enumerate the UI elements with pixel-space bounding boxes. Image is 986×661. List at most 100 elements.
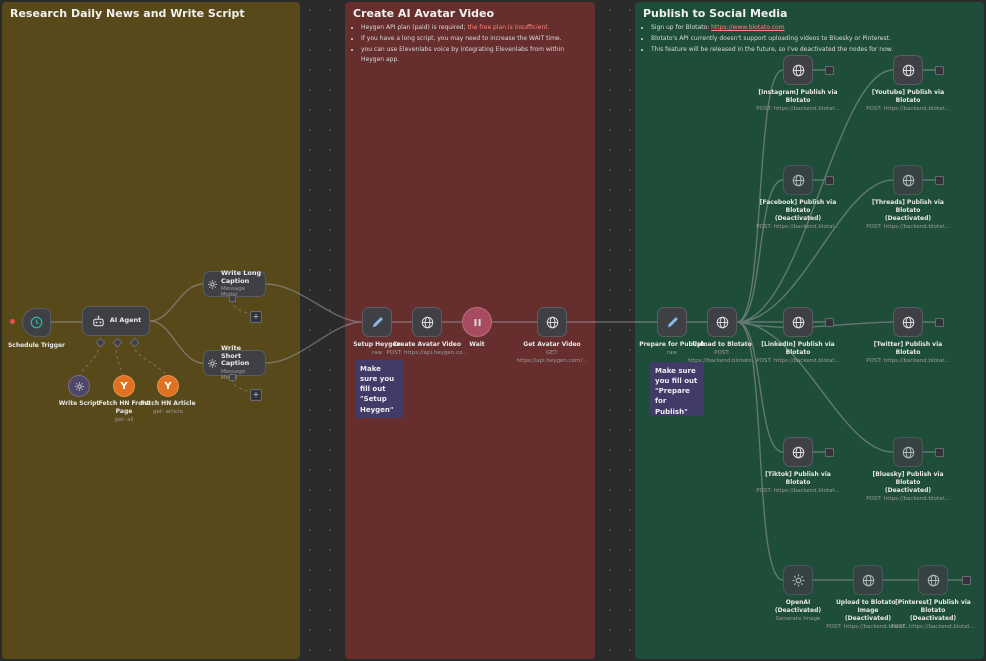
avatar-notes-list: Heygen API plan (paid) is required; the … xyxy=(361,23,587,66)
note-item: Blotato's API currently doesn't support … xyxy=(651,34,976,45)
node-label: [Threads] Publish via Blotato(Deactivate… xyxy=(866,199,950,231)
connection-stub[interactable] xyxy=(825,176,834,185)
node-label: Schedule Trigger xyxy=(7,342,66,349)
node-box[interactable] xyxy=(412,307,442,337)
publish-notes-list: Sign up for Blotato: https://www.blotato… xyxy=(651,23,976,55)
connection-stub[interactable] xyxy=(962,576,971,585)
node-box[interactable] xyxy=(783,165,813,195)
pause-icon xyxy=(470,315,485,330)
connection-stub[interactable] xyxy=(825,318,834,327)
node-box[interactable] xyxy=(893,165,923,195)
node-box[interactable]: Y xyxy=(113,375,135,397)
note-item: you can use Elevenlabs voice by integrat… xyxy=(361,45,587,67)
globe-icon xyxy=(926,573,941,588)
connection-stub[interactable] xyxy=(935,66,944,75)
add-model-button[interactable]: + xyxy=(250,389,262,401)
node-pinterest-publish[interactable]: [Pinterest] Publish via Blotato(Deactiva… xyxy=(891,565,975,630)
node-box[interactable] xyxy=(537,307,567,337)
blotato-link[interactable]: https://www.blotato.com xyxy=(711,24,785,31)
pencil-icon xyxy=(370,315,385,330)
caption-model-port[interactable] xyxy=(229,295,236,302)
node-box[interactable] xyxy=(22,308,51,337)
node-box[interactable]: Write Long Caption Message Model xyxy=(203,269,266,298)
node-box[interactable] xyxy=(707,307,737,337)
node-write-long-caption[interactable]: Write Long Caption Message Model xyxy=(203,269,266,298)
globe-icon xyxy=(861,573,876,588)
node-label: Wait xyxy=(469,341,485,348)
gear-icon xyxy=(791,573,806,588)
node-box[interactable] xyxy=(783,55,813,85)
connection-stub[interactable] xyxy=(935,176,944,185)
node-box[interactable] xyxy=(893,55,923,85)
note-item: If you have a long script, you may need … xyxy=(361,34,587,45)
sticky-note-setup-heygen[interactable]: Make sure you fill out "Setup Heygen" xyxy=(355,360,403,418)
node-facebook-publish[interactable]: [Facebook] Publish via Blotato(Deactivat… xyxy=(756,165,840,230)
note-item: Sign up for Blotato: https://www.blotato… xyxy=(651,23,976,34)
node-box[interactable] xyxy=(462,307,492,337)
sticky-note-prepare-publish[interactable]: Make sure you fill out "Prepare for Publ… xyxy=(650,362,704,416)
node-schedule-trigger[interactable]: Schedule Trigger xyxy=(8,308,65,349)
node-box[interactable] xyxy=(68,375,90,397)
node-box[interactable] xyxy=(853,565,883,595)
node-box[interactable] xyxy=(783,307,813,337)
connection-stub[interactable] xyxy=(825,448,834,457)
note-text: Make sure you fill out "Setup Heygen" xyxy=(360,365,395,414)
node-title: AI Agent xyxy=(109,316,142,325)
section-title-research: Research Daily News and Write Script xyxy=(10,7,245,20)
globe-icon xyxy=(791,445,806,460)
node-label: Upload to Blotato - Image(Deactivated)PO… xyxy=(826,599,910,631)
hackernews-icon: Y xyxy=(164,380,172,392)
node-threads-publish[interactable]: [Threads] Publish via Blotato(Deactivate… xyxy=(866,165,950,230)
globe-icon xyxy=(791,63,806,78)
node-box[interactable] xyxy=(657,307,687,337)
node-wait[interactable]: Wait xyxy=(462,307,492,348)
node-box[interactable]: AI Agent xyxy=(82,306,150,336)
add-model-button[interactable]: + xyxy=(250,311,262,323)
globe-icon xyxy=(901,63,916,78)
gear-icon xyxy=(207,279,218,290)
caption-model-port[interactable] xyxy=(229,374,236,381)
node-box[interactable]: Y xyxy=(157,375,179,397)
node-title: Write Long Caption Message Model xyxy=(221,269,262,298)
node-box[interactable] xyxy=(918,565,948,595)
node-box[interactable] xyxy=(783,565,813,595)
connection-stub[interactable] xyxy=(935,448,944,457)
node-bluesky-publish[interactable]: [Bluesky] Publish via Blotato(Deactivate… xyxy=(866,437,950,502)
globe-icon xyxy=(420,315,435,330)
node-label: [Pinterest] Publish via Blotato(Deactiva… xyxy=(891,599,975,631)
node-upload-to-blotato-image[interactable]: Upload to Blotato - Image(Deactivated)PO… xyxy=(826,565,910,630)
node-ai-agent[interactable]: AI Agent xyxy=(82,306,150,336)
connection-stub[interactable] xyxy=(935,318,944,327)
node-write-script[interactable]: Write Script xyxy=(59,375,99,407)
globe-icon xyxy=(791,315,806,330)
node-openai-generate-image[interactable]: OpenAI(Deactivated)Generate Image xyxy=(775,565,821,622)
node-box[interactable] xyxy=(893,307,923,337)
trigger-pin xyxy=(10,319,15,324)
connection-stub[interactable] xyxy=(825,66,834,75)
globe-icon xyxy=(715,315,730,330)
node-write-short-caption[interactable]: Write Short Caption Message Model xyxy=(203,344,266,381)
node-box[interactable] xyxy=(362,307,392,337)
node-title: Write Short Caption Message Model xyxy=(221,344,250,380)
node-box[interactable] xyxy=(783,437,813,467)
node-box[interactable]: Write Short Caption Message Model xyxy=(203,344,266,381)
node-box[interactable] xyxy=(893,437,923,467)
node-label: [Facebook] Publish via Blotato(Deactivat… xyxy=(756,199,840,231)
